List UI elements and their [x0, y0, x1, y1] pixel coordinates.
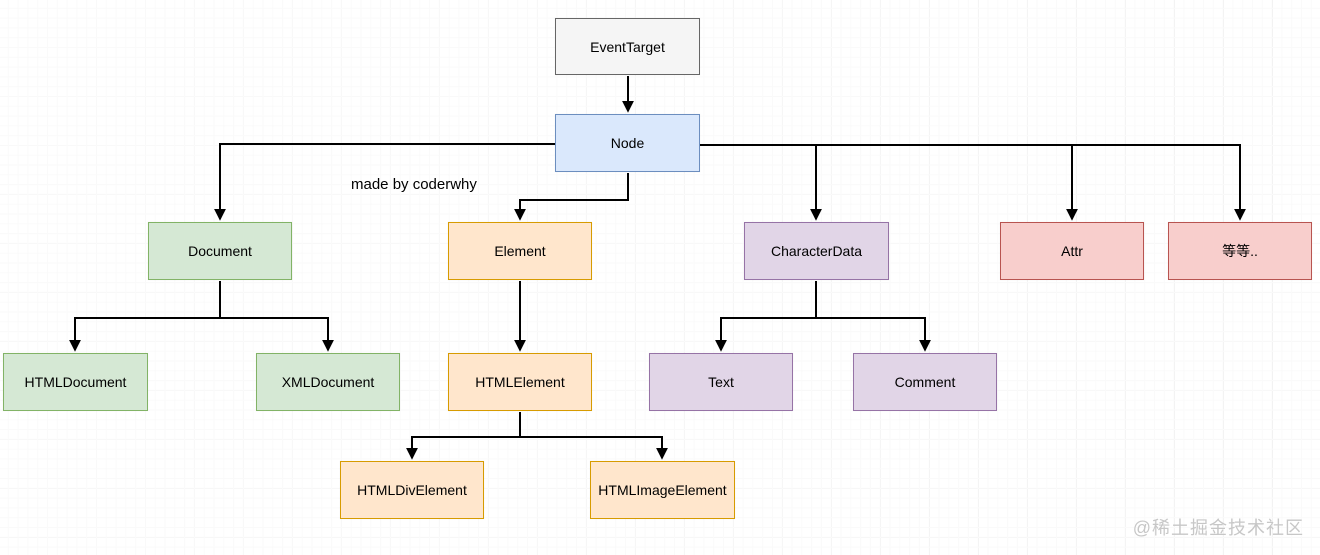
- diagram-node-htmldivelement: HTMLDivElement: [340, 461, 484, 519]
- annotation-made-by: made by coderwhy: [351, 176, 477, 193]
- diagram-node-node: Node: [555, 114, 700, 172]
- edge-characterdata-to-comment: [815, 281, 931, 352]
- edge-htmlelement-to-htmlimageelement: [519, 412, 668, 460]
- edge-node-to-element: [514, 173, 629, 221]
- edge-document-to-htmldocument: [69, 281, 221, 352]
- diagram-node-eventtarget: EventTarget: [555, 18, 700, 75]
- diagram-node-document: Document: [148, 222, 292, 280]
- edge-node-to-dengdeng: [700, 144, 1246, 221]
- diagram-node-htmlelement: HTMLElement: [448, 353, 592, 411]
- edge-characterdata-to-text: [715, 281, 817, 352]
- edge-node-to-attr: [700, 144, 1078, 221]
- diagram-node-dengdeng: 等等..: [1168, 222, 1312, 280]
- edge-document-to-xmldocument: [219, 281, 334, 352]
- diagram-node-comment: Comment: [853, 353, 997, 411]
- diagram-node-text: Text: [649, 353, 793, 411]
- diagram-node-characterdata: CharacterData: [744, 222, 889, 280]
- diagram-node-htmldocument: HTMLDocument: [3, 353, 148, 411]
- watermark-juejin: @稀土掘金技术社区: [1132, 518, 1304, 538]
- edge-node-to-characterdata: [700, 144, 822, 221]
- edge-htmlelement-to-htmldivelement: [406, 412, 521, 460]
- diagram-node-element: Element: [448, 222, 592, 280]
- diagram-node-xmldocument: XMLDocument: [256, 353, 400, 411]
- diagram-node-attr: Attr: [1000, 222, 1144, 280]
- diagram-node-htmlimageelement: HTMLImageElement: [590, 461, 735, 519]
